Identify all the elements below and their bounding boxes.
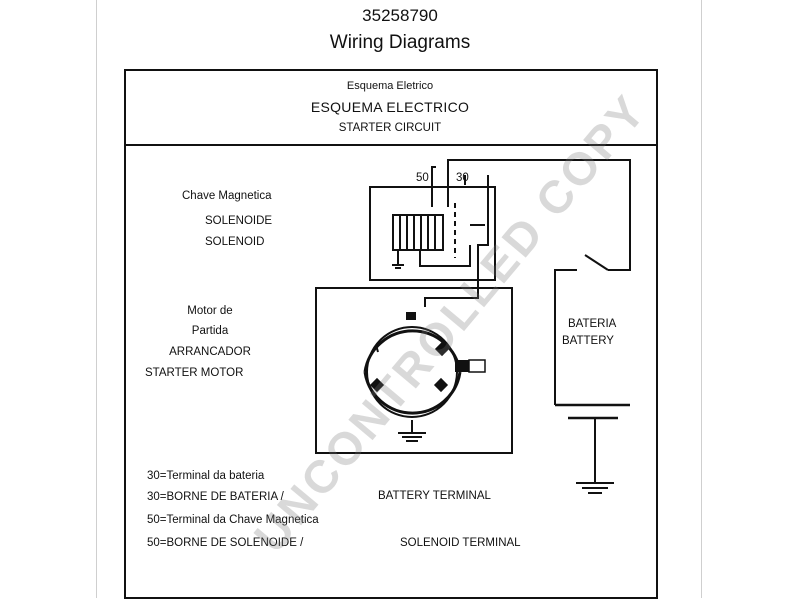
solenoid-label-1: Chave Magnetica: [182, 190, 272, 202]
battery-label-1: BATERIA: [568, 318, 617, 330]
header-line-3: STARTER CIRCUIT: [338, 122, 442, 134]
brush-left: [369, 377, 385, 393]
brush-right-lower: [433, 377, 449, 393]
page-title: Wiring Diagrams: [329, 32, 471, 53]
terminal-50-label: 50: [416, 172, 429, 184]
part-number: 35258790: [362, 6, 438, 25]
solenoid-to-motor-wire: [424, 175, 489, 307]
battery-terminal-label: BATTERY TERMINAL: [378, 490, 491, 502]
legend-line-1: 30=Terminal da bateria: [147, 470, 265, 482]
legend-line-2: 30=BORNE DE BATERIA /: [147, 491, 284, 503]
motor-label-4: STARTER MOTOR: [145, 367, 244, 379]
solenoid-label-3: SOLENOID: [205, 236, 265, 248]
header-line-1: Esquema Eletrico: [346, 80, 434, 92]
legend-line-3: 50=Terminal da Chave Magnetica: [147, 514, 319, 526]
field-coil-dark: [455, 360, 469, 372]
battery-label-2: BATTERY: [562, 335, 614, 347]
ignition-switch: [584, 254, 609, 271]
header-line-2: ESQUEMA ELECTRICO: [310, 99, 470, 115]
terminal-30-label: 30: [456, 172, 469, 184]
field-coil-light: [468, 359, 486, 373]
brush-right: [434, 341, 450, 357]
legend-line-4: 50=BORNE DE SOLENOIDE /: [147, 537, 304, 549]
solenoid-terminal-label: SOLENOID TERMINAL: [400, 537, 521, 549]
motor-label-1: Motor de: [187, 305, 233, 317]
terminal-50-wire: [431, 166, 436, 207]
motor-label-2: Partida: [191, 325, 229, 337]
brush-top: [406, 312, 416, 320]
motor-label-3: ARRANCADOR: [169, 346, 251, 358]
diagram-border: [124, 69, 658, 599]
terminal-30-wire: [447, 159, 631, 271]
solenoid-label-2: SOLENOIDE: [205, 215, 273, 227]
solenoid-coil: [392, 214, 444, 251]
page-frame: [96, 0, 702, 598]
switch-to-battery-wire: [554, 269, 577, 405]
starter-motor-box: [315, 287, 513, 454]
